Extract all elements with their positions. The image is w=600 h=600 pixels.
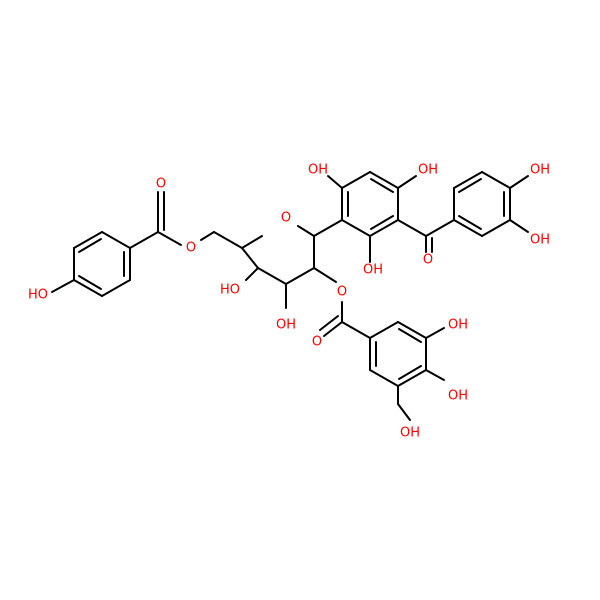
bond xyxy=(425,327,445,339)
bond xyxy=(157,231,182,246)
bond xyxy=(257,267,287,285)
bond xyxy=(481,219,511,237)
atom-label-oxygen: O xyxy=(337,285,347,300)
bond xyxy=(398,328,422,343)
bond xyxy=(213,231,243,249)
bond xyxy=(481,171,511,189)
atom-label-oxygen: O xyxy=(312,335,322,350)
atom-label-hydroxyl: OH xyxy=(400,426,420,441)
bond xyxy=(369,321,399,339)
bond xyxy=(313,267,337,283)
bond xyxy=(509,219,529,233)
atom-label-hydroxyl: OH xyxy=(448,389,468,404)
bond xyxy=(341,219,371,237)
atom-label-hydroxyl: OH xyxy=(530,163,550,178)
atom-label-oxygen: O xyxy=(423,253,433,268)
bond xyxy=(297,225,315,237)
bond xyxy=(369,369,399,387)
bond xyxy=(397,321,427,339)
atom-label-hydroxyl: OH xyxy=(418,163,438,178)
bond xyxy=(341,321,371,339)
bond xyxy=(73,231,103,249)
bond xyxy=(241,235,263,249)
bond xyxy=(458,215,482,230)
bond xyxy=(319,315,339,331)
bond xyxy=(397,175,417,189)
bond xyxy=(200,231,215,241)
bond xyxy=(370,178,394,193)
atom-label-hydroxyl: OH xyxy=(530,233,550,248)
bond xyxy=(425,369,445,381)
bond xyxy=(313,219,343,237)
bond xyxy=(397,403,411,421)
atom-label-oxygen: O xyxy=(156,177,166,192)
bond xyxy=(425,219,455,237)
atom-label-hydroxyl: OH xyxy=(363,263,383,278)
atom-label-hydroxyl: HO xyxy=(220,283,240,298)
bond xyxy=(327,175,343,189)
bond xyxy=(341,171,371,189)
bond xyxy=(458,178,482,193)
bond xyxy=(397,369,427,387)
bond xyxy=(398,365,422,380)
bond xyxy=(453,171,483,189)
bond xyxy=(51,279,75,293)
bond xyxy=(369,171,399,189)
bond-layer xyxy=(51,171,529,421)
bond xyxy=(453,219,483,237)
atom-label-oxygen: O xyxy=(186,241,196,256)
bond xyxy=(369,219,399,237)
bond xyxy=(245,267,259,281)
bond xyxy=(101,279,131,297)
bond xyxy=(285,267,315,285)
bond xyxy=(101,231,131,249)
atom-label-hydroxyl: OH xyxy=(276,318,296,333)
bond xyxy=(323,321,343,337)
atom-label-hydroxyl: OH xyxy=(308,163,328,178)
atom-label-layer: O O HO O HO OH O O OH OH OH OH OH OH O O… xyxy=(28,163,550,441)
bond xyxy=(78,275,102,290)
atom-label-hydroxyl: OH xyxy=(448,318,468,333)
atom-label-hydroxyl: HO xyxy=(28,288,48,303)
bond xyxy=(78,238,102,253)
bond xyxy=(241,247,259,269)
bond xyxy=(129,231,159,249)
bond xyxy=(509,175,529,189)
bond xyxy=(397,219,427,237)
bond xyxy=(73,279,103,297)
bond xyxy=(370,215,394,230)
atom-label-ring-oxygen: O xyxy=(281,211,291,226)
